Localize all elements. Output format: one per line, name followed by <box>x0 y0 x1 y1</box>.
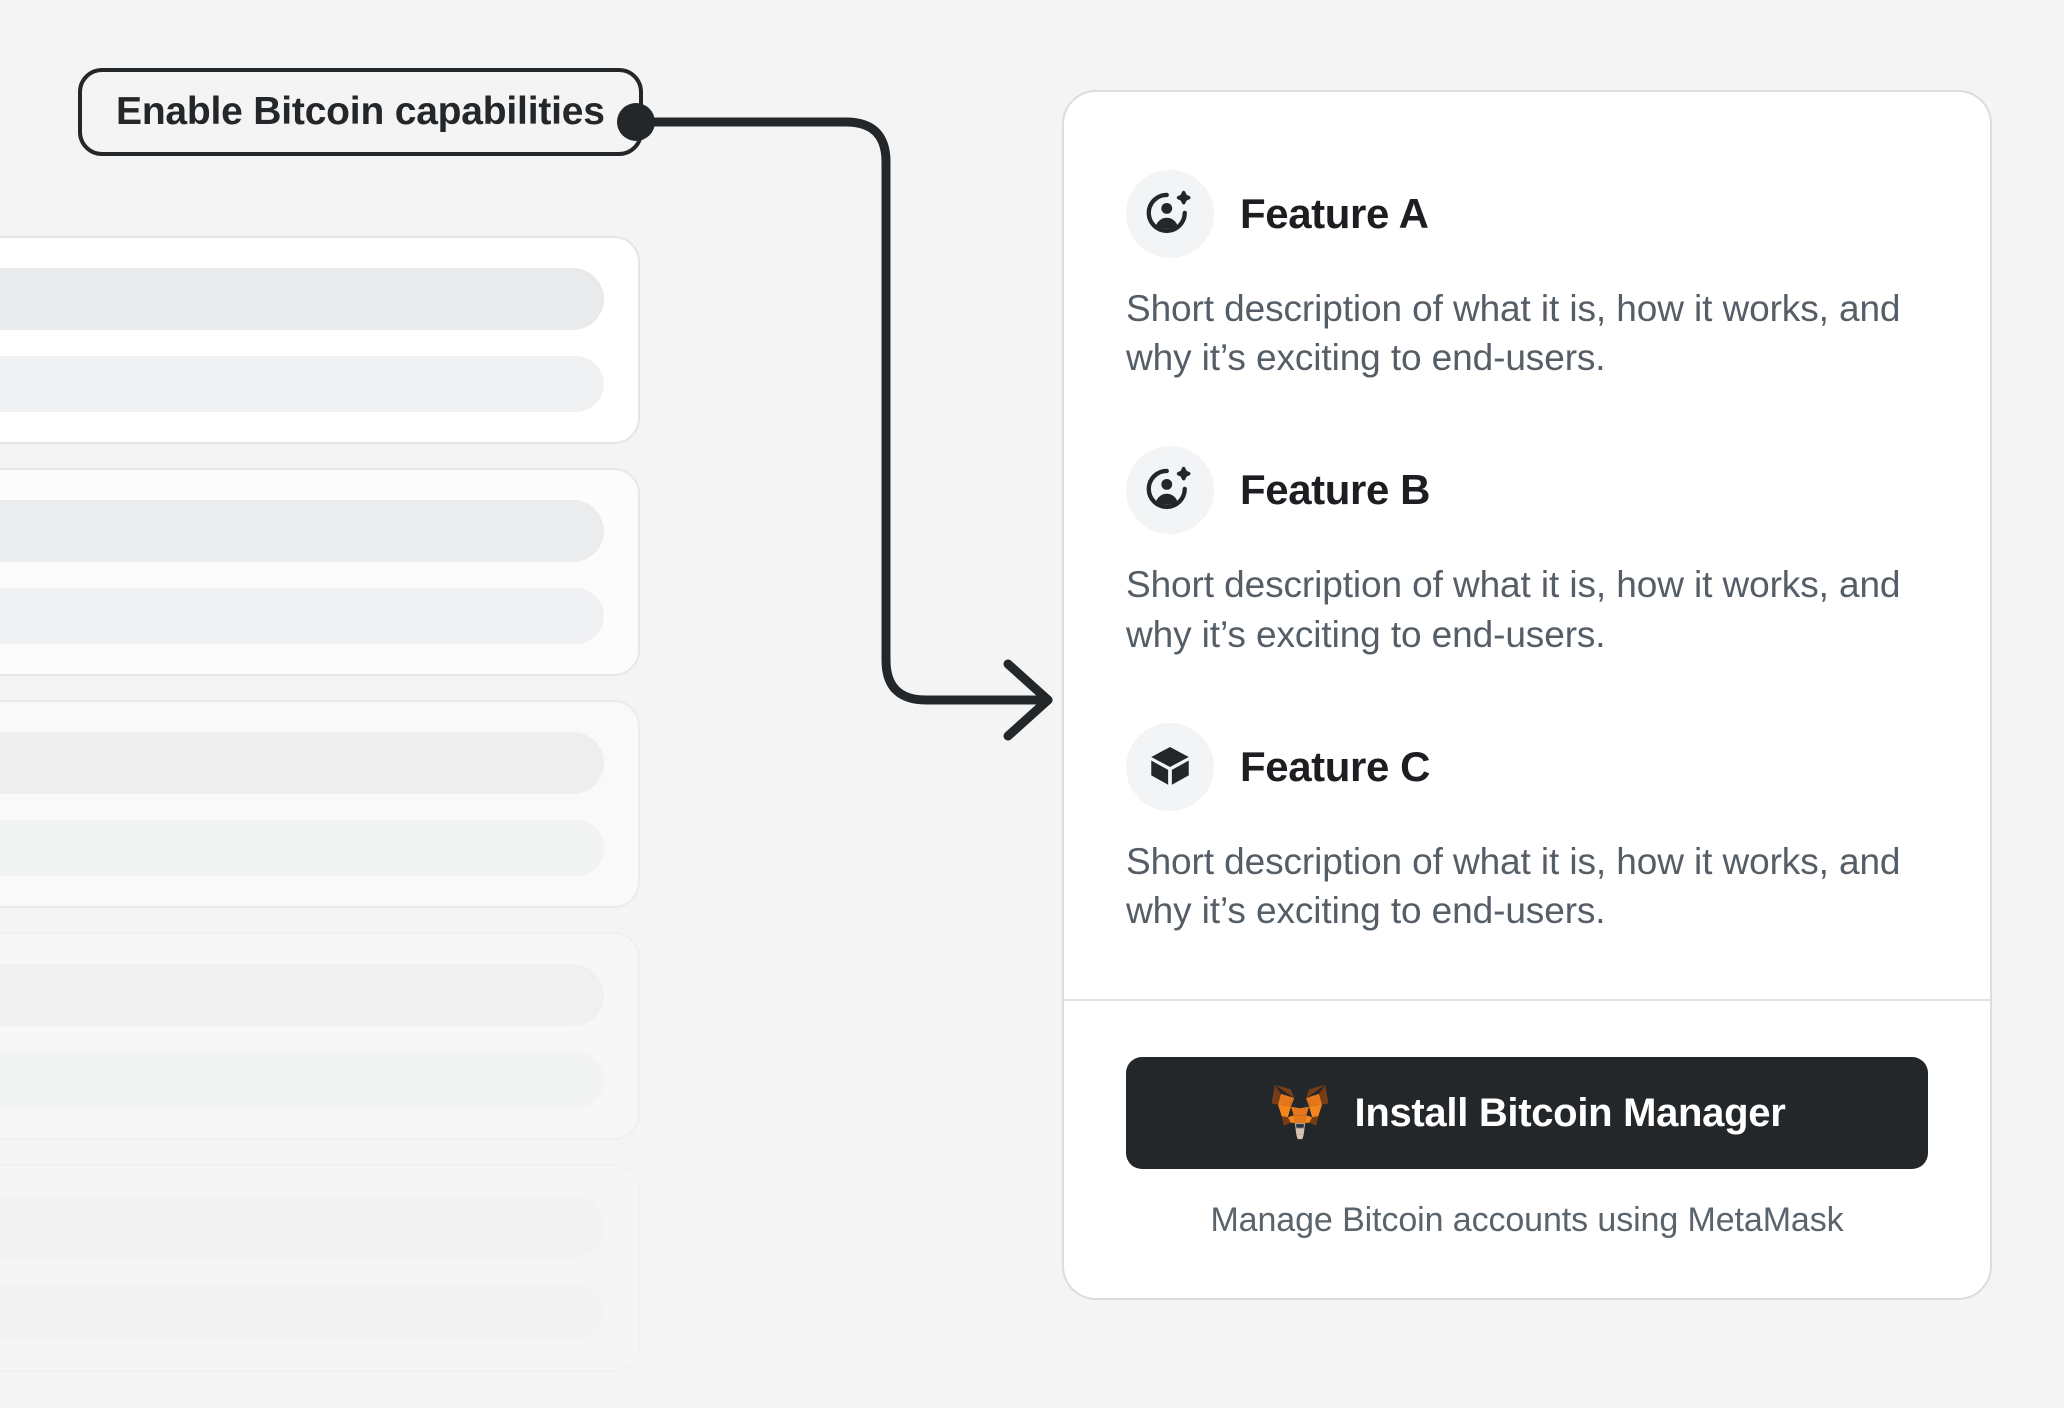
user-plus-icon <box>1126 446 1214 535</box>
install-section: Install Bitcoin Manager Manage Bitcoin a… <box>1064 1001 1990 1298</box>
placeholder-card <box>0 236 640 444</box>
user-plus-icon <box>1126 170 1214 258</box>
placeholder-card <box>0 700 640 908</box>
feature-heading: Feature B <box>1126 446 1928 535</box>
feature-description: Short description of what it is, how it … <box>1126 564 1901 655</box>
feature-title: Feature B <box>1240 466 1431 514</box>
feature-description: Short description of what it is, how it … <box>1126 840 1901 932</box>
placeholder-bar <box>0 1052 604 1108</box>
callout-label-text: Enable Bitcoin capabilities <box>116 90 605 133</box>
placeholder-card <box>0 468 640 676</box>
placeholder-bar <box>0 1284 604 1340</box>
placeholder-bar <box>0 356 604 412</box>
feature-title: Feature C <box>1240 742 1431 790</box>
placeholder-list <box>0 236 640 1408</box>
install-button-label: Install Bitcoin Manager <box>1354 1090 1786 1135</box>
placeholder-bar <box>0 820 604 876</box>
feature-card: Feature A Short description of what it i… <box>1062 90 1992 1301</box>
feature-title: Feature A <box>1240 190 1429 237</box>
callout-label[interactable]: Enable Bitcoin capabilities <box>78 68 643 156</box>
metamask-fox-icon <box>1269 1083 1331 1144</box>
placeholder-card <box>0 1164 640 1372</box>
placeholder-card <box>0 932 640 1140</box>
install-caption: Manage Bitcoin accounts using MetaMask <box>1210 1201 1844 1240</box>
feature-description: Short description of what it is, how it … <box>1126 288 1901 379</box>
feature-item-a: Feature A Short description of what it i… <box>1126 170 1928 382</box>
feature-item-c: Feature C Short description of what it i… <box>1126 722 1928 935</box>
divider <box>1064 999 1990 1002</box>
placeholder-bar <box>0 588 604 644</box>
placeholder-bar <box>0 268 604 330</box>
feature-list: Feature A Short description of what it i… <box>1064 92 1990 999</box>
install-bitcoin-manager-button[interactable]: Install Bitcoin Manager <box>1126 1057 1928 1170</box>
placeholder-bar <box>0 1196 604 1258</box>
cube-icon <box>1126 722 1214 811</box>
feature-heading: Feature A <box>1126 170 1928 258</box>
feature-heading: Feature C <box>1126 722 1928 811</box>
placeholder-bar <box>0 500 604 562</box>
feature-item-b: Feature B Short description of what it i… <box>1126 446 1928 658</box>
placeholder-bar <box>0 964 604 1026</box>
placeholder-bar <box>0 732 604 794</box>
